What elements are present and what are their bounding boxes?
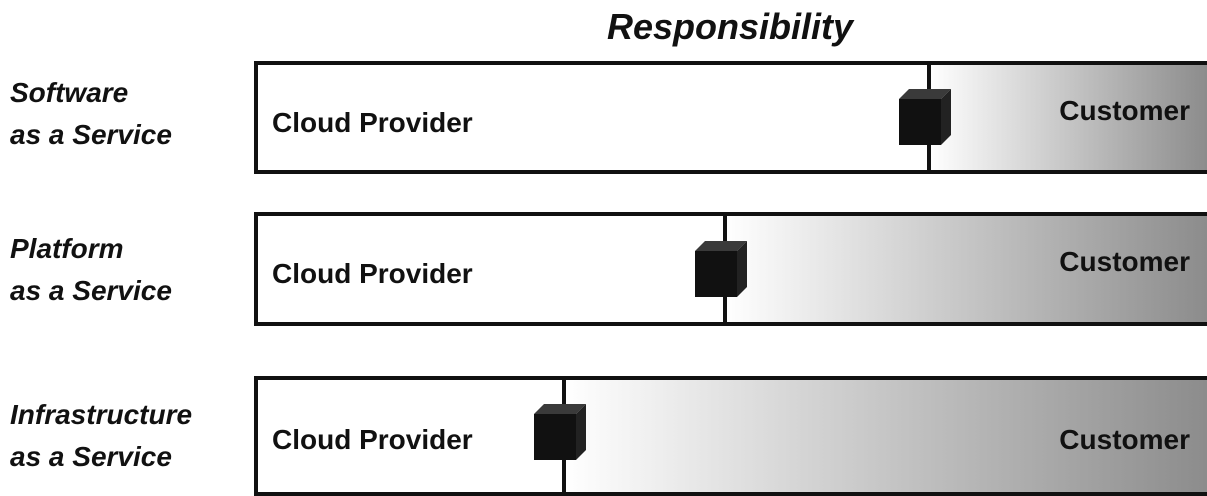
model-label-line1: Software <box>10 77 129 108</box>
model-label-line2: as a Service <box>10 275 172 306</box>
responsibility-bar-iaas: Cloud Provider Customer <box>254 376 1207 496</box>
model-label-iaas: Infrastructure as a Service <box>10 394 245 478</box>
customer-region <box>929 65 1207 170</box>
cloud-provider-label: Cloud Provider <box>272 258 473 289</box>
cube-icon <box>534 404 586 460</box>
model-label-line1: Platform <box>10 233 124 264</box>
model-label-paas: Platform as a Service <box>10 228 245 312</box>
customer-region <box>564 380 1207 492</box>
model-label-line1: Infrastructure <box>10 399 193 430</box>
customer-label: Customer <box>1059 424 1190 455</box>
cube-icon <box>695 241 747 297</box>
customer-label: Customer <box>1059 95 1190 126</box>
cloud-provider-label: Cloud Provider <box>272 107 473 138</box>
model-label-line2: as a Service <box>10 441 172 472</box>
cube-icon <box>899 89 951 145</box>
customer-region <box>725 216 1207 322</box>
cloud-provider-label: Cloud Provider <box>272 424 473 455</box>
model-label-saas: Software as a Service <box>10 72 245 156</box>
customer-label: Customer <box>1059 246 1190 277</box>
responsibility-bar-saas: Cloud Provider Customer <box>254 61 1207 174</box>
model-label-line2: as a Service <box>10 119 172 150</box>
diagram-title: Responsibility <box>606 6 854 47</box>
